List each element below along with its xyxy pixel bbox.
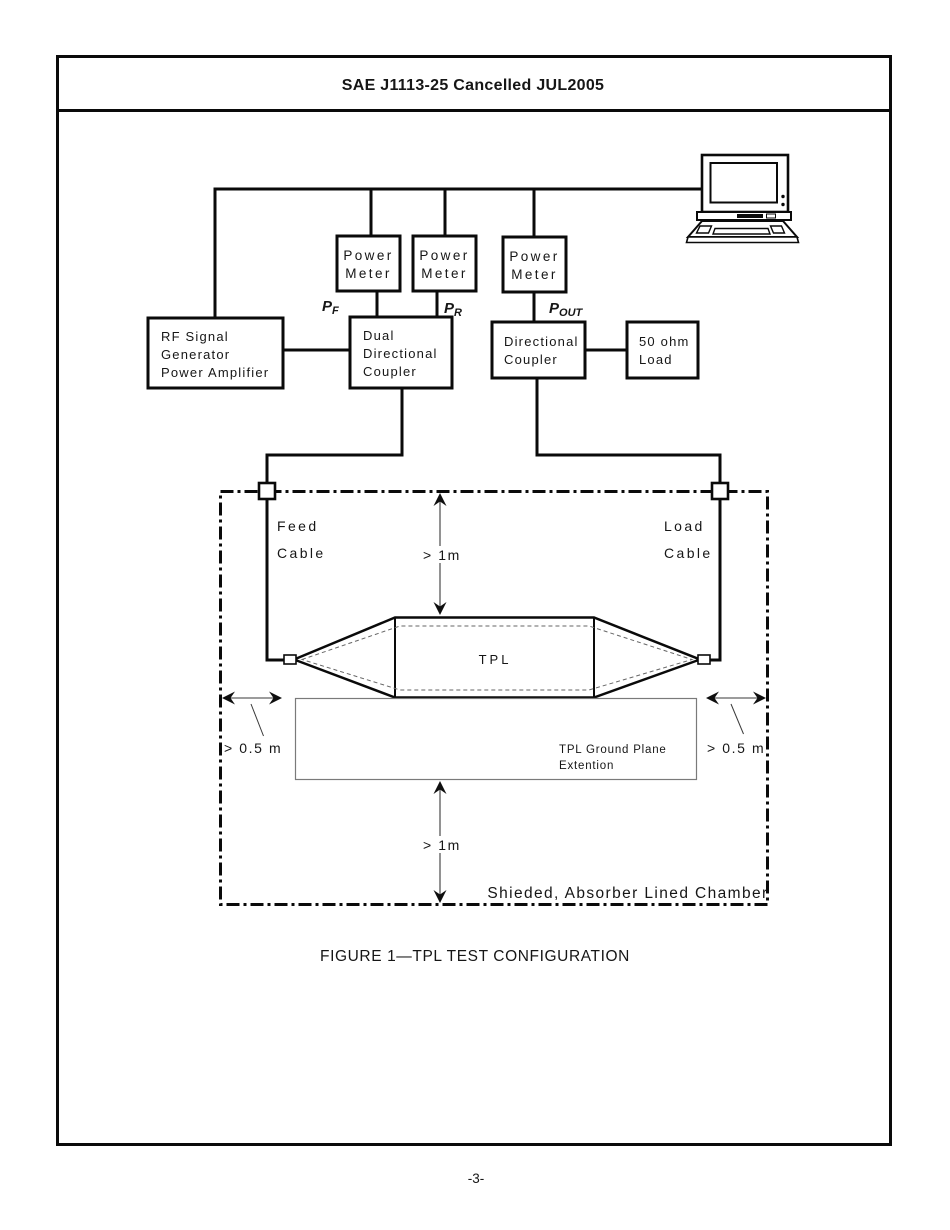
ground-plane-label-1: TPL Ground Plane [559, 744, 667, 756]
feed-cable-lower-line [265, 498, 288, 662]
header-box [56, 55, 892, 112]
rf-generator-label-3: Power Amplifier [161, 365, 269, 380]
figure-caption: FIGURE 1—TPL TEST CONFIGURATION [320, 948, 630, 965]
load-box [625, 320, 700, 380]
arrow-right-icon [753, 691, 766, 705]
ground-plane-label-2: Extention [559, 760, 614, 772]
arrow-right-icon [269, 691, 282, 705]
page-number: -3- [468, 1171, 485, 1186]
dimension-right-label: > 0.5 m [707, 740, 765, 756]
header-title: SAE J1113-25 Cancelled JUL2005 [342, 77, 605, 94]
power-meter-2-label-1: Power [419, 248, 469, 263]
power-meter-1-label-2: Meter [345, 266, 392, 281]
rf-generator-label-2: Generator [161, 347, 230, 362]
rf-generator-label-1: RF Signal [161, 329, 229, 344]
chamber-label: Shieded, Absorber Lined Chamber [487, 885, 768, 902]
load-cable-label-1: Load [664, 518, 705, 534]
power-meter-3-box [501, 235, 568, 294]
power-meter-3-label-2: Meter [511, 267, 558, 282]
power-meter-1-label-1: Power [343, 248, 393, 263]
computer-icon [685, 153, 800, 244]
directional-coupler-label-1: Directional [504, 334, 579, 349]
arrow-up-icon [433, 493, 447, 506]
load-cable-upper-line [535, 378, 722, 484]
load-label-1: 50 ohm [639, 334, 690, 349]
load-cable-lower-line [704, 498, 722, 662]
power-meter-1-box [335, 234, 402, 293]
monitor-led-icon [781, 194, 785, 199]
arrow-up-icon [433, 781, 447, 794]
feed-cable-upper-line [265, 388, 404, 484]
dimension-top: > 1m [418, 493, 465, 615]
load-cable-label-2: Cable [664, 545, 713, 561]
feed-bulkhead-connector [257, 481, 277, 501]
power-meter-2-box [411, 234, 478, 293]
arrow-left-icon [222, 691, 235, 705]
dimension-left-label: > 0.5 m [224, 740, 282, 756]
monitor-led2-icon [781, 202, 785, 207]
arrow-down-icon [433, 602, 447, 615]
ground-plane-box [294, 697, 698, 781]
feed-cable-label-2: Cable [277, 545, 326, 561]
load-label-2: Load [639, 352, 673, 367]
dimension-left: > 0.5 m [222, 691, 282, 756]
tpl-label: TPL [479, 652, 512, 667]
pf-label: PF [322, 298, 339, 317]
dimension-bottom: > 1m [418, 781, 465, 903]
pr-label: PR [444, 300, 462, 319]
rf-generator-box [146, 316, 285, 390]
chamber-boundary [219, 490, 769, 906]
arrow-down-icon [433, 890, 447, 903]
dual-coupler-label-1: Dual [363, 328, 395, 343]
arrow-left-icon [706, 691, 719, 705]
power-meter-2-label-2: Meter [421, 266, 468, 281]
dual-coupler-label-3: Coupler [363, 364, 417, 379]
load-bulkhead-connector [710, 481, 730, 501]
dimension-bottom-label: > 1m [423, 837, 461, 853]
page-border [56, 109, 892, 1146]
directional-coupler-box [490, 320, 587, 380]
pout-label: POUT [549, 300, 584, 319]
tpl-left-connector [283, 654, 297, 665]
dimension-top-label: > 1m [423, 547, 461, 563]
dimension-right: > 0.5 m [706, 691, 766, 756]
dual-coupler-label-2: Directional [363, 346, 438, 361]
power-meter-3-label-1: Power [509, 249, 559, 264]
dual-coupler-box [348, 315, 454, 390]
feed-cable-label-1: Feed [277, 518, 319, 534]
tpl-section-lines [394, 617, 595, 698]
directional-coupler-label-2: Coupler [504, 352, 558, 367]
tpl-right-connector [697, 654, 711, 665]
tpl-inner-dashed-outline [300, 625, 694, 691]
